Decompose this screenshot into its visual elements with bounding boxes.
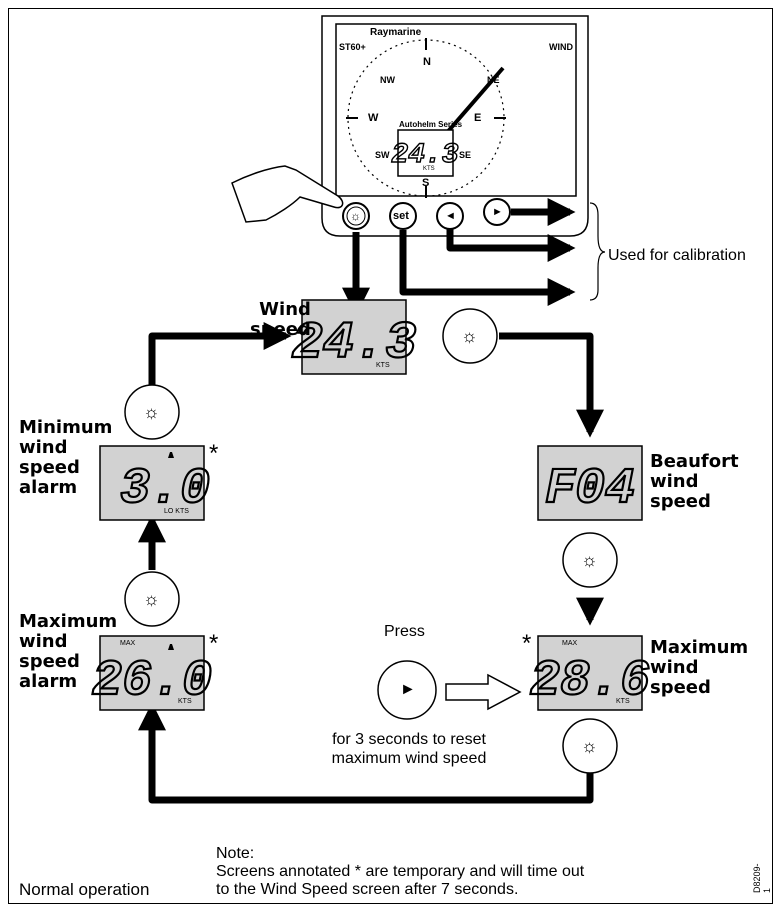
calibration-arrows xyxy=(399,198,576,306)
brand-label: Raymarine xyxy=(370,27,422,38)
svg-text:26.0: 26.0 xyxy=(92,653,212,710)
max-speed-prefix: MAX xyxy=(562,640,578,647)
flow-arrows xyxy=(138,232,604,804)
light-button-ring xyxy=(346,206,366,226)
wind-needle xyxy=(442,66,505,138)
light-button-min-alarm xyxy=(124,384,180,440)
min-alarm-unit: LO KTS xyxy=(164,508,189,515)
temporary-marker: * xyxy=(209,630,219,657)
set-label: set xyxy=(393,210,409,222)
light-button-max-alarm xyxy=(124,571,180,627)
label-line: wind xyxy=(650,471,699,492)
compass-nw: NW xyxy=(380,75,395,85)
figure-code: D8209-1 xyxy=(752,863,772,893)
right-button[interactable] xyxy=(483,198,511,226)
calibration-brace xyxy=(589,202,606,301)
label-line: speed xyxy=(650,677,711,698)
light-button-beaufort xyxy=(562,532,618,588)
label-line: wind xyxy=(19,631,68,652)
light-icon: ☼ xyxy=(143,402,160,422)
label-line: speed xyxy=(19,651,80,672)
max-alarm-unit: KTS xyxy=(178,698,192,705)
instrument-buttons[interactable] xyxy=(342,198,511,230)
label-beaufort: Beaufort wind speed xyxy=(650,452,739,512)
display-beaufort: F04 xyxy=(537,445,643,521)
display-max-speed: 28.6 xyxy=(529,635,651,711)
label-max-speed: Maximum wind speed xyxy=(650,638,748,698)
display-wind-speed: 24.3 xyxy=(290,299,418,375)
display-max-alarm: 26.0 xyxy=(91,635,213,711)
light-glyph-icon: ☼ xyxy=(350,209,361,223)
label-line: speed xyxy=(250,319,311,340)
label-line: Beaufort xyxy=(650,451,739,472)
light-button-max-speed xyxy=(562,718,618,774)
left-glyph-icon: ◄ xyxy=(445,210,456,222)
right-arrow-icon: ► xyxy=(400,681,416,698)
light-icon: ☼ xyxy=(461,326,478,346)
label-line: Maximum xyxy=(650,637,749,658)
svg-text:3.0: 3.0 xyxy=(120,461,210,518)
mode-label: WIND xyxy=(549,42,573,52)
light-button-wind xyxy=(442,308,498,364)
compass-s: S xyxy=(422,177,430,189)
label-line: alarm xyxy=(19,477,78,498)
temporary-marker: * xyxy=(522,630,532,657)
svg-text:24.3: 24.3 xyxy=(292,314,417,373)
label-line: wind xyxy=(19,437,68,458)
instrument-lcd-value: 24.3 xyxy=(391,140,458,171)
light-icon: ☼ xyxy=(581,736,598,756)
compass-w: W xyxy=(368,112,379,124)
instrument: 24.3 xyxy=(321,15,589,237)
instrument-lcd xyxy=(397,129,454,177)
note-line: Screens annotated * are temporary and wi… xyxy=(216,863,585,880)
note-block: Note: Screens annotated * are temporary … xyxy=(216,845,584,899)
light-icon: ☼ xyxy=(143,589,160,609)
display-min-alarm: 3.0 xyxy=(99,445,211,521)
press-caption: for 3 seconds to reset maximum wind spee… xyxy=(300,730,518,768)
right-glyph-icon: ► xyxy=(492,206,503,218)
label-line: speed xyxy=(19,457,80,478)
series-label: Autohelm Series xyxy=(399,120,463,129)
pointing-hand-icon xyxy=(231,165,344,223)
set-button[interactable] xyxy=(389,202,417,230)
label-line: wind xyxy=(650,657,699,678)
compass-se: SE xyxy=(459,150,472,160)
instrument-lcd-unit: KTS xyxy=(423,166,435,172)
temporary-marker: * xyxy=(209,440,219,467)
flow-light-buttons xyxy=(124,308,618,774)
label-line: Wind xyxy=(259,299,311,320)
calibration-label: Used for calibration xyxy=(608,247,746,264)
label-wind-speed: Wind speed xyxy=(250,300,311,340)
label-line: Minimum xyxy=(19,417,113,438)
compass-ticks xyxy=(346,38,506,198)
press-right-button xyxy=(377,660,437,720)
compass-e: E xyxy=(474,112,482,124)
label-line: Maximum xyxy=(19,611,118,632)
label-line: speed xyxy=(650,491,711,512)
compass-n: N xyxy=(423,56,431,68)
press-label: Press xyxy=(384,623,425,640)
reset-arrow xyxy=(445,673,522,711)
svg-text:F04: F04 xyxy=(545,461,635,518)
press-caption-line: maximum wind speed xyxy=(331,750,487,767)
label-line: alarm xyxy=(19,671,78,692)
press-caption-line: for 3 seconds to reset xyxy=(332,731,486,748)
compass-sw: SW xyxy=(375,150,390,160)
svg-text:28.6: 28.6 xyxy=(530,653,650,710)
footer-title: Normal operation xyxy=(19,880,150,899)
wind-unit: KTS xyxy=(376,362,390,369)
instrument-face xyxy=(335,23,577,197)
compass-ne: NE xyxy=(487,75,500,85)
light-icon: ☼ xyxy=(581,550,598,570)
label-min-alarm: Minimum wind speed alarm xyxy=(19,418,112,498)
model-label: ST60+ xyxy=(339,42,366,52)
note-line: to the Wind Speed screen after 7 seconds… xyxy=(216,881,519,898)
note-heading: Note: xyxy=(216,845,255,862)
max-alarm-prefix: MAX xyxy=(120,640,136,647)
max-speed-unit: KTS xyxy=(616,698,630,705)
label-max-alarm: Maximum wind speed alarm xyxy=(19,612,117,692)
